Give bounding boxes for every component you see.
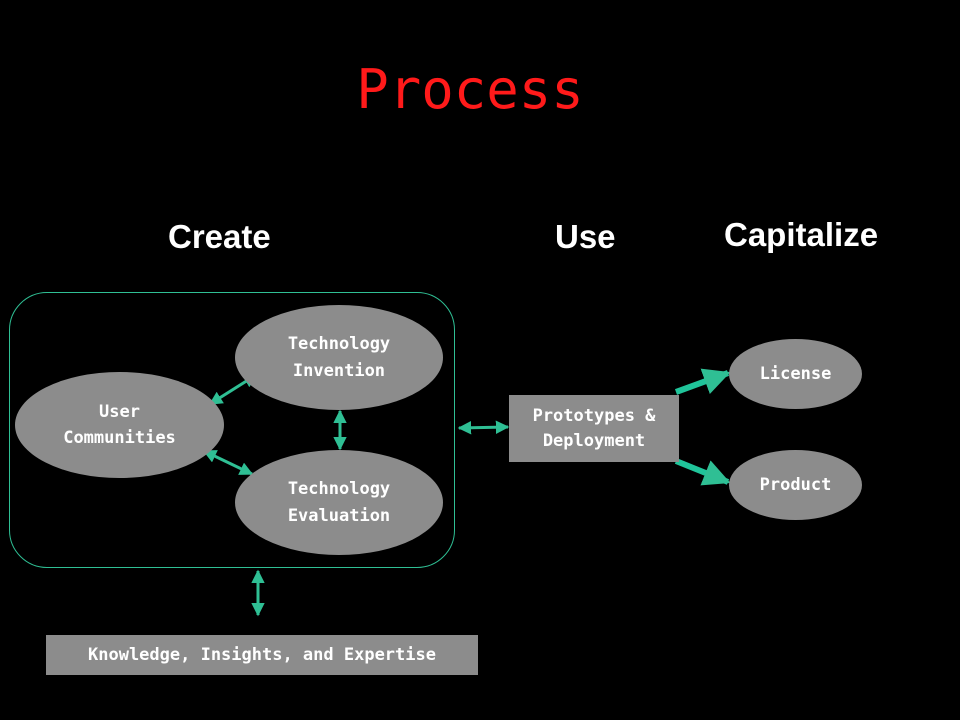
user-communities-line1: User: [99, 401, 140, 422]
prototypes-deployment-node: Prototypes & Deployment: [509, 395, 679, 462]
technology-invention-node: Technology Invention: [235, 305, 443, 410]
deployment-license-arrow: [674, 368, 731, 395]
user-evaluation-connector: [202, 449, 254, 476]
phase-create-label: Create: [168, 218, 271, 255]
slide-title: Process: [356, 58, 584, 121]
create-group-box: [9, 292, 455, 568]
user-communities-line2: Communities: [63, 428, 176, 448]
technology-evaluation-line1: Technology: [287, 479, 391, 500]
license-label: License: [759, 363, 832, 384]
technology-evaluation-node: Technology Evaluation: [235, 450, 443, 555]
technology-invention-line2: Invention: [292, 360, 386, 381]
phase-capitalize-label: Capitalize: [724, 216, 879, 253]
knowledge-label: Knowledge, Insights, and Expertise: [88, 644, 436, 665]
knowledge-insights-expertise-node: Knowledge, Insights, and Expertise: [46, 635, 478, 675]
prototypes-deployment-line1: Prototypes &: [532, 405, 656, 426]
create-use-connector: [457, 420, 510, 435]
deployment-product-arrow: [674, 458, 731, 486]
phase-use-label: Use: [555, 218, 616, 255]
prototypes-deployment-line2: Deployment: [542, 430, 646, 451]
product-node: Product: [729, 450, 862, 520]
product-label: Product: [759, 474, 832, 495]
technology-invention-line1: Technology: [287, 334, 391, 355]
technology-evaluation-line2: Evaluation: [287, 505, 391, 526]
license-node: License: [729, 339, 862, 409]
user-communities-node: User Communities: [15, 372, 224, 478]
